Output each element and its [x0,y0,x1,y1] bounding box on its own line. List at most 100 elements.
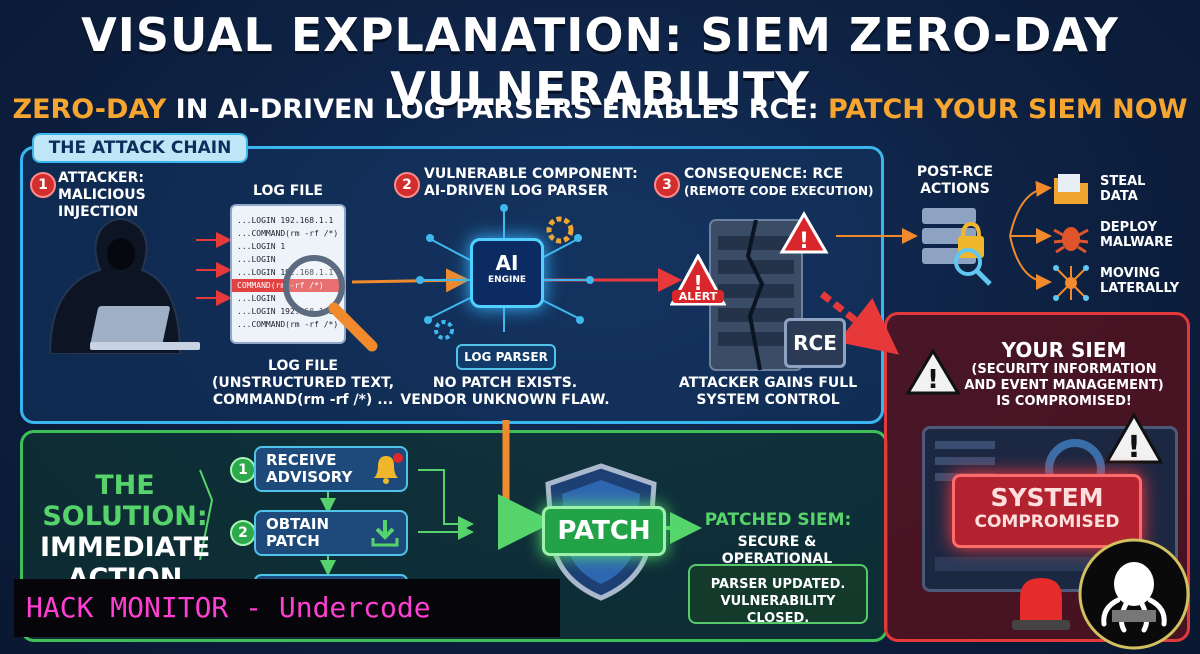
step-2-line1: VULNERABLE COMPONENT: [424,166,638,182]
magnifier-icon [283,255,378,352]
step-3-line2: (REMOTE CODE EXECUTION) [684,184,874,198]
step-1-number: 1 [30,172,56,198]
step-2-caption-line2: VENDOR UNKNOWN FLAW. [400,392,610,408]
system-compromised-banner: SYSTEM COMPROMISED [952,474,1142,548]
patched-siem-subtitle: SECURE & OPERATIONAL [721,534,833,567]
ai-chip-bottom: ENGINE [487,275,527,285]
bug-icon [1053,227,1089,254]
step-3-caption-line1: ATTACKER GAINS FULL [678,375,858,391]
log-line: ...LOGIN 192.168.1.1 [237,268,334,277]
solution-title-line2: SOLUTION: [42,501,208,532]
subtitle-highlight-lead: ZERO-DAY [12,94,167,125]
patch-label: PATCH [542,506,666,556]
rce-chip: RCE [784,318,846,368]
post-rce-action-lateral: MOVING LATERALLY [1100,266,1190,296]
patched-box-line1: PARSER UPDATED. [710,577,846,592]
solution-step-1-line2: ADVISORY [266,468,353,486]
warning-icon-large: ! [1104,412,1164,465]
hooded-attacker-icon [48,218,200,354]
log-file-caption-line2: (UNSTRUCTURED TEXT, [211,375,395,391]
hack-monitor-text: HACK MONITOR - Undercode [26,591,431,624]
solution-step-2-line2: PATCH [266,532,320,550]
log-line: ...LOGIN [237,294,276,303]
siem-description: (SECURITY INFORMATION AND EVENT MANAGEME… [946,362,1182,410]
log-file-title: LOG FILE [253,183,323,199]
patched-status-box: PARSER UPDATED. VULNERABILITY CLOSED. [688,564,868,626]
subtitle-highlight-tail: PATCH YOUR SIEM NOW [827,94,1188,125]
siem-description-line3: IS COMPROMISED! [996,394,1132,409]
undercode-octopus-logo [1078,538,1190,650]
solution-step-2-line1: OBTAIN [266,515,329,533]
network-icon [1053,265,1089,301]
post-rce-action-lateral-line2: LATERALLY [1100,281,1180,296]
step-3-caption-line2: SYSTEM CONTROL [696,392,840,408]
subtitle-middle: IN AI-DRIVEN LOG PARSERS ENABLES RCE: [166,94,828,125]
log-line: ...LOGIN 192.168.1.1 [237,307,334,316]
ai-chip-top: AI [495,251,519,275]
step-3-label: CONSEQUENCE: RCE (REMOTE CODE EXECUTION) [684,166,884,200]
patched-box-line2: VULNERABILITY CLOSED. [720,594,836,626]
svg-text:!: ! [693,271,702,295]
post-rce-action-steal-line1: STEAL [1100,174,1146,189]
siem-description-line2: AND EVENT MANAGEMENT) [964,378,1164,393]
post-rce-action-steal: STEAL DATA [1100,174,1190,204]
log-line: ...LOGIN 192.168.1.1 [237,216,334,225]
patched-siem-title: PATCHED SIEM: [704,510,852,530]
solution-title: THE SOLUTION: IMMEDIATE ACTION [40,470,210,594]
step-3-line1: CONSEQUENCE: RCE [684,166,844,182]
post-rce-title-line1: POST-RCE [916,164,994,180]
post-rce-action-malware: DEPLOY MALWARE [1100,220,1190,250]
circuit-board-icon [416,204,594,340]
subtitle: ZERO-DAY IN AI-DRIVEN LOG PARSERS ENABLE… [0,94,1200,125]
solution-step-2-text: OBTAIN PATCH [266,516,329,550]
post-rce-action-malware-line1: DEPLOY [1100,220,1158,235]
solution-step-2-number: 2 [230,520,256,546]
compromised-line1: SYSTEM [990,483,1104,512]
alert-label: ALERT [672,290,724,303]
log-line: ...LOGIN [237,255,276,264]
server-lock-icon [922,208,992,286]
post-rce-title-line2: ACTIONS [920,181,990,197]
post-rce-action-malware-line2: MALWARE [1100,235,1173,250]
cracked-server-icon: ! [709,211,829,371]
log-line: ...LOGIN 1 [237,242,286,251]
svg-text:!: ! [927,365,939,395]
post-rce-title: POST-RCE ACTIONS [900,164,1010,198]
step-3-caption: ATTACKER GAINS FULL SYSTEM CONTROL [670,375,866,409]
step-2-line2: AI-DRIVEN LOG PARSER [424,183,609,199]
hack-monitor-badge: HACK MONITOR - Undercode [14,579,560,637]
solution-title-line1: THE [95,470,155,501]
solution-step-obtain-patch: OBTAIN PATCH [254,510,408,556]
main-title: VISUAL EXPLANATION: SIEM ZERO-DAY VULNER… [81,8,1119,116]
attack-chain-tab: THE ATTACK CHAIN [32,133,248,163]
ai-engine-chip: AI ENGINE [470,238,544,308]
post-rce-action-steal-line2: DATA [1100,189,1138,204]
log-file-caption: LOG FILE (UNSTRUCTURED TEXT, COMMAND(rm … [208,358,398,409]
svg-text:!: ! [799,229,809,254]
log-file-caption-line3: COMMAND(rm -rf /*) ... [212,392,394,408]
step-2-number: 2 [394,172,420,198]
step-3-number: 3 [654,172,680,198]
solution-step-1-text: RECEIVE ADVISORY [266,452,352,486]
step-1-line2: MALICIOUS INJECTION [58,187,146,220]
siem-title: YOUR SIEM [1001,338,1127,362]
folder-icon [1054,174,1088,204]
solution-title-line3: IMMEDIATE [40,532,211,563]
step-1-line1: ATTACKER: [58,170,144,186]
svg-text:!: ! [1127,430,1141,465]
step-2-caption-line1: NO PATCH EXISTS. [432,375,578,391]
log-file-caption-line1: LOG FILE [268,358,338,374]
log-parser-label: LOG PARSER [456,344,556,370]
post-rce-action-lateral-line1: MOVING [1100,266,1161,281]
log-line: ...COMMAND(rm -rf /*) [237,229,339,238]
compromised-line2: COMPROMISED [974,512,1120,532]
solution-step-receive-advisory: RECEIVE ADVISORY [254,446,408,492]
step-2-label: VULNERABLE COMPONENT: AI-DRIVEN LOG PARS… [424,166,654,200]
step-1-label: ATTACKER: MALICIOUS INJECTION [58,170,228,221]
bell-icon [374,453,403,484]
solution-step-1-line1: RECEIVE [266,451,337,469]
download-icon [371,520,399,547]
log-line: ...COMMAND(rm -rf /*) [237,320,339,329]
siren-icon [1012,578,1070,630]
